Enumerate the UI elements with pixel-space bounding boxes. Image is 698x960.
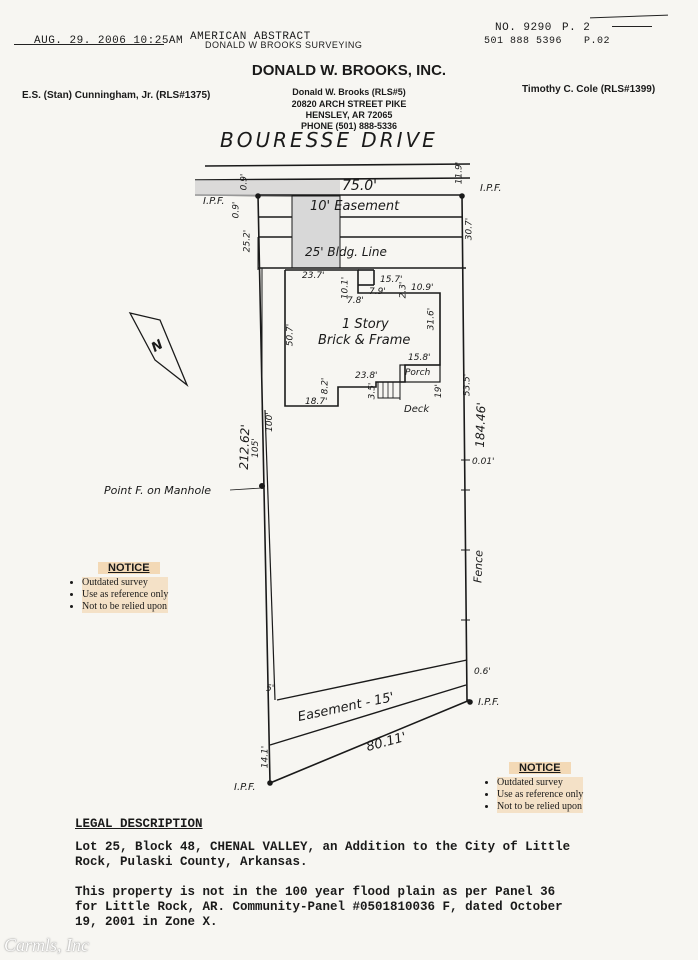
- dim-label: 0.01': [472, 457, 495, 467]
- address-line-4: PHONE (501) 888-5336: [300, 121, 398, 131]
- legal-line: This property is not in the 100 year flo…: [75, 885, 556, 899]
- driveway: [291, 195, 341, 269]
- ipf-rear-right: I.P.F.: [478, 697, 500, 708]
- front-easement: 10' Easement: [310, 199, 400, 214]
- dim-label: 11.9': [454, 161, 465, 185]
- dim-label: 8.2': [320, 377, 331, 395]
- dim-label: 7.9': [369, 287, 386, 297]
- legal-line: Rock, Pulaski County, Arkansas.: [75, 855, 308, 869]
- dim-label: 0.9': [231, 201, 242, 219]
- dim-label: 7.8': [347, 296, 364, 306]
- porch-label: Porch: [405, 368, 431, 378]
- north-arrow: [128, 312, 189, 388]
- notice-item: Not to be relied upon: [82, 601, 169, 613]
- street-name: BOURESSE DRIVE: [220, 128, 438, 152]
- notice-title: NOTICE: [509, 762, 571, 774]
- dim-label: 5': [266, 684, 275, 694]
- dim-label: 10.9': [411, 283, 434, 293]
- address-line-1: Donald W. Brooks (RLS#5): [292, 87, 406, 97]
- notice-item: Not to be relied upon: [497, 801, 584, 813]
- dim-label: 25.2': [242, 229, 253, 253]
- header-dash: [612, 26, 652, 27]
- dim-label: 105': [250, 438, 261, 458]
- dim-label: 53.5': [462, 373, 473, 397]
- porch: [399, 364, 441, 383]
- fax-doc-no: NO. 9290: [495, 22, 552, 34]
- dim-label: 14.1': [260, 745, 271, 769]
- fax-phone: 501 888 5396: [484, 36, 563, 47]
- watermark-logo: Carmls, Inc: [4, 935, 89, 955]
- dim-label: 15.7': [380, 275, 403, 285]
- dim-label: 31.6': [426, 307, 437, 331]
- dim-label: 19': [433, 384, 444, 398]
- notice-title: NOTICE: [98, 562, 160, 574]
- dim-label: 0.9': [239, 173, 250, 191]
- legal-line: 19, 2001 in Zone X.: [75, 915, 218, 929]
- building-line: 25' Bldg. Line: [305, 245, 387, 259]
- notice-item: Use as reference only: [497, 789, 584, 801]
- front-width: 75.0': [342, 178, 378, 194]
- right-surveyor: Timothy C. Cole (RLS#1399): [522, 84, 656, 95]
- legal-line: Lot 25, Block 48, CHENAL VALLEY, an Addi…: [75, 840, 571, 854]
- street-line-mid: [194, 177, 471, 181]
- fax-page-code: P.02: [584, 36, 611, 47]
- rear-easement-line: [276, 659, 468, 701]
- street-line-top: [204, 163, 471, 167]
- house-label-1: 1 Story: [342, 317, 389, 332]
- notice-item: Outdated survey: [82, 577, 169, 589]
- notice-item: Outdated survey: [497, 777, 584, 789]
- address-line-3: HENSLEY, AR 72065: [305, 110, 393, 120]
- dim-label: 50.7': [285, 323, 296, 347]
- legal-heading: LEGAL DESCRIPTION: [75, 817, 203, 831]
- dim-label: 100': [264, 412, 275, 432]
- notice-right: NOTICE Outdated survey Use as reference …: [485, 758, 584, 813]
- notice-left: NOTICE Outdated survey Use as reference …: [70, 558, 169, 613]
- manhole-note: Point F. on Manhole: [104, 484, 212, 497]
- dim-label: 0.6': [474, 667, 491, 677]
- dim-label: 23.8': [355, 371, 378, 381]
- dim-label: 10.1': [340, 276, 351, 300]
- company-name: DONALD W. BROOKS, INC.: [251, 62, 447, 79]
- deck-label: Deck: [404, 404, 430, 415]
- ipf-front-left: I.P.F.: [203, 196, 225, 207]
- dim-label: 15.8': [408, 353, 431, 363]
- header-strike-line: [14, 44, 164, 45]
- fence-label: Fence: [471, 549, 486, 584]
- dim-label: 3.5': [367, 382, 378, 400]
- address-line-2: 20820 ARCH STREET PIKE: [291, 99, 407, 109]
- ipf-front-right: I.P.F.: [480, 183, 502, 194]
- dim-label: 30.7': [464, 217, 475, 241]
- left-surveyor: E.S. (Stan) Cunningham, Jr. (RLS#1375): [22, 90, 211, 101]
- fax-page: P. 2: [562, 22, 591, 34]
- right-length: 184.46': [472, 402, 489, 448]
- legal-line: for Little Rock, AR. Community-Panel #05…: [75, 900, 563, 914]
- ipf-rear-left: I.P.F.: [234, 782, 256, 793]
- overlay-company: DONALD W BROOKS SURVEYING: [205, 40, 363, 50]
- house-label-2: Brick & Frame: [318, 333, 411, 348]
- fax-sender: AMERICAN ABSTRACT: [190, 31, 311, 43]
- stairs: [377, 381, 401, 399]
- dim-label: 2.3': [398, 281, 409, 299]
- dim-label: 18.7': [305, 397, 328, 407]
- lot-boundary: [257, 194, 471, 785]
- notice-item: Use as reference only: [82, 589, 169, 601]
- dim-label: 23.7': [302, 271, 325, 281]
